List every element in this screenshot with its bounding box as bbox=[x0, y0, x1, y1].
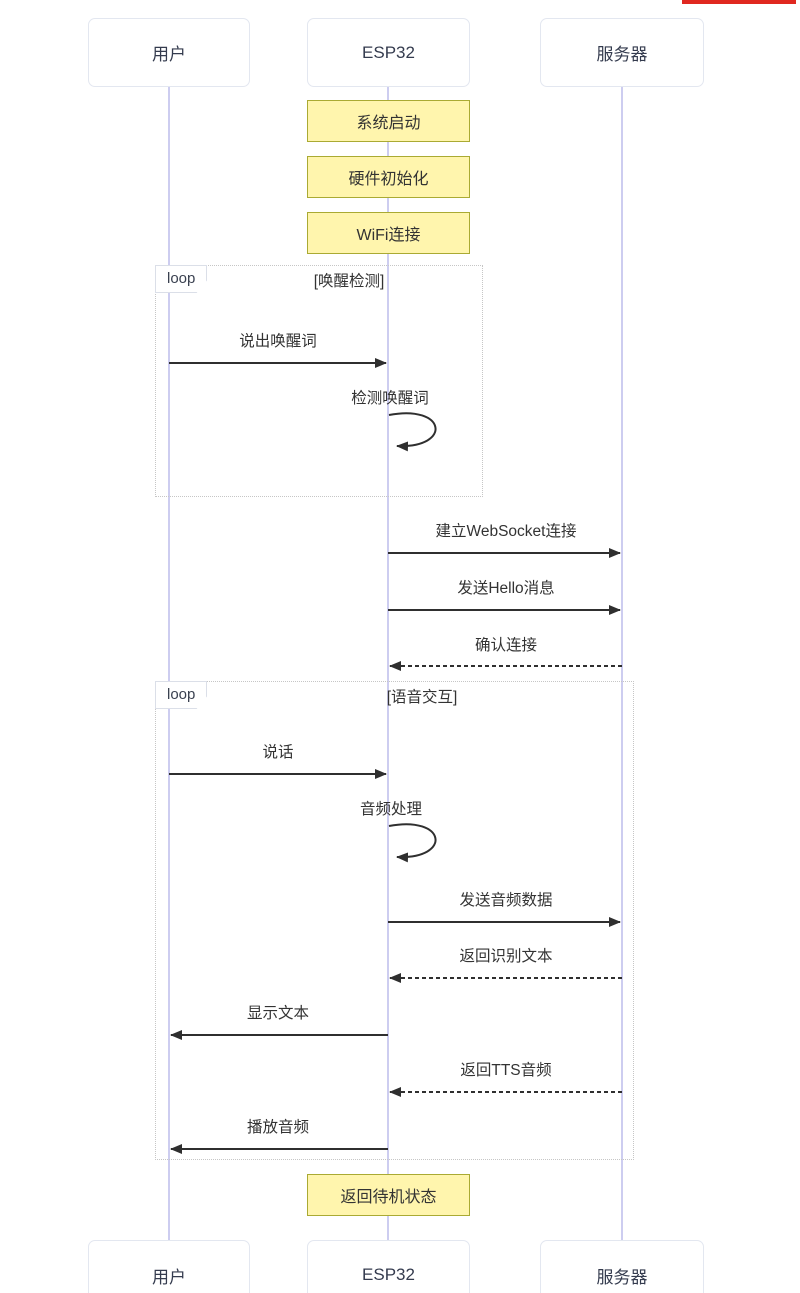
arrow-audio-process-selfloop bbox=[388, 823, 437, 863]
participant-server-top: 服务器 bbox=[540, 18, 704, 87]
message-label-detect-wakeword: 检测唤醒词 bbox=[351, 390, 429, 407]
message-label-return-text: 返回识别文本 bbox=[459, 948, 553, 965]
loop-keyword-voice-interact: loop bbox=[155, 681, 207, 709]
message-label-speak-wakeword: 说出唤醒词 bbox=[239, 333, 317, 350]
red-top-bar bbox=[682, 0, 796, 4]
message-label-confirm-connect: 确认连接 bbox=[474, 637, 538, 654]
message-label-send-hello: 发送Hello消息 bbox=[457, 580, 555, 597]
participant-user-top: 用户 bbox=[88, 18, 250, 87]
message-label-display-text: 显示文本 bbox=[246, 1005, 310, 1022]
loop-condition-voice-interact: [语音交互] bbox=[386, 689, 458, 706]
arrow-detect-wakeword-selfloop bbox=[388, 412, 437, 452]
participant-esp32-bottom: ESP32 bbox=[307, 1240, 470, 1293]
loop-frame-wake-detect bbox=[155, 265, 483, 497]
message-label-return-tts: 返回TTS音频 bbox=[460, 1062, 552, 1079]
note-return-standby: 返回待机状态 bbox=[307, 1174, 470, 1216]
note-hardware-init: 硬件初始化 bbox=[307, 156, 470, 198]
loop-condition-wake-detect: [唤醒检测] bbox=[313, 273, 385, 290]
loop-frame-voice-interact bbox=[155, 681, 634, 1160]
message-label-speak: 说话 bbox=[262, 744, 294, 761]
note-wifi-connect: WiFi连接 bbox=[307, 212, 470, 254]
note-system-start: 系统启动 bbox=[307, 100, 470, 142]
participant-user-bottom: 用户 bbox=[88, 1240, 250, 1293]
participant-esp32-top: ESP32 bbox=[307, 18, 470, 87]
message-label-audio-process: 音频处理 bbox=[359, 801, 423, 818]
message-label-play-audio: 播放音频 bbox=[246, 1119, 310, 1136]
loop-keyword-wake-detect: loop bbox=[155, 265, 207, 293]
message-label-websocket-connect: 建立WebSocket连接 bbox=[435, 523, 577, 540]
message-label-send-audio: 发送音频数据 bbox=[459, 892, 553, 909]
participant-server-bottom: 服务器 bbox=[540, 1240, 704, 1293]
